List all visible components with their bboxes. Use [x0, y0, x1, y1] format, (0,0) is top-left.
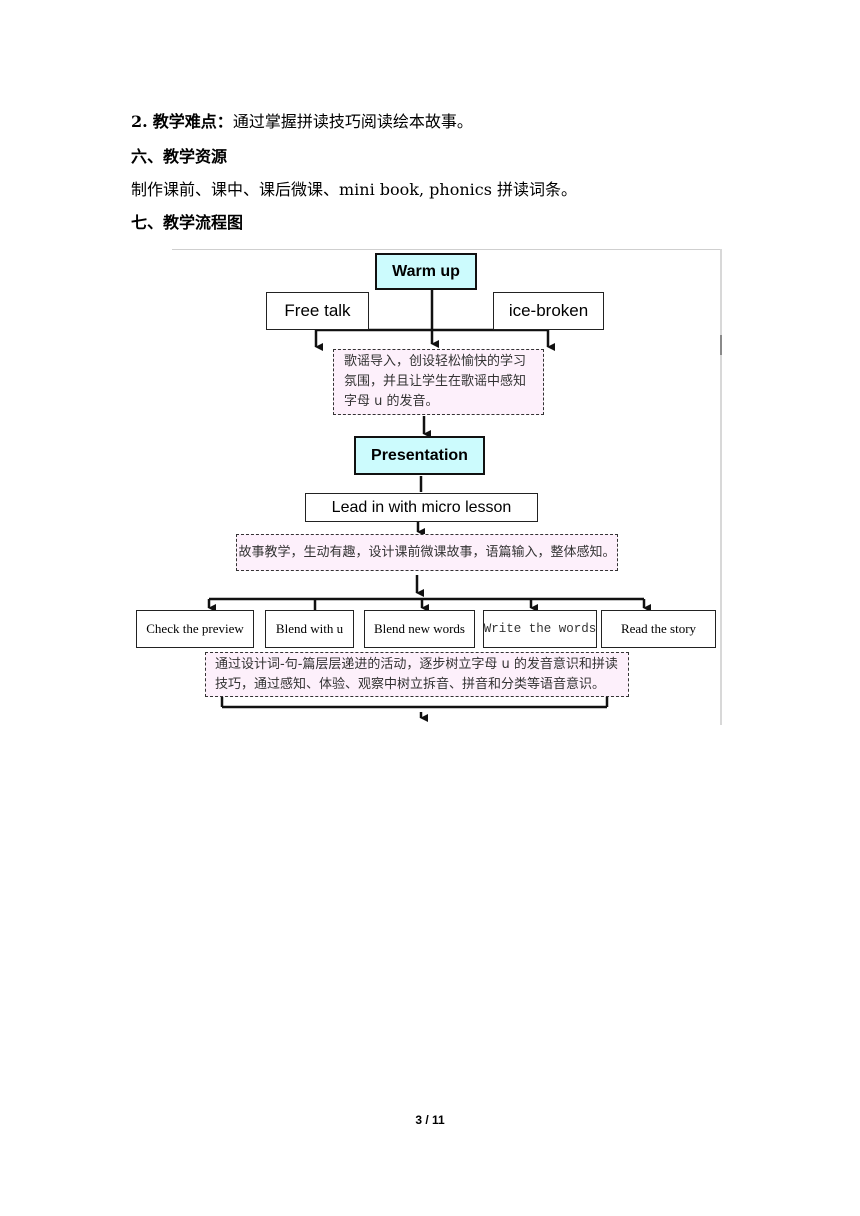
activity-read-story: Read the story — [601, 610, 716, 648]
activity-check-preview: Check the preview — [136, 610, 254, 648]
activity-blend-new-words: Blend new words — [364, 610, 475, 648]
diagram-frame-right — [720, 249, 722, 725]
activities-note-line: 通过设计词-句-篇层层递进的活动，逐步树立字母 u 的发音意识和拼读 — [215, 657, 618, 672]
warmup-note: 歌谣导入，创设轻松愉快的学习 氛围，并且让学生在歌谣中感知 字母 u 的发音。 — [333, 349, 544, 415]
diagram-frame-top — [172, 249, 722, 250]
activities-note-line: 技巧，通过感知、体验、观察中树立拆音、拼音和分类等语音意识。 — [215, 677, 606, 692]
activity-blend-with-u: Blend with u — [265, 610, 354, 648]
activity-write-words: Write the words — [483, 610, 597, 648]
section6-text: 制作课前、课中、课后微课、mini book, phonics 拼读词条。 — [131, 180, 578, 199]
page-number: 3 / 11 — [415, 1113, 445, 1127]
section6-heading: 六、教学资源 — [131, 147, 228, 166]
activities-note: 通过设计词-句-篇层层递进的活动，逐步树立字母 u 的发音意识和拼读 技巧，通过… — [205, 652, 629, 697]
warmup-note-line: 字母 u 的发音。 — [344, 394, 439, 409]
warmup-box: Warm up — [375, 253, 477, 290]
presentation-box: Presentation — [354, 436, 485, 475]
free-talk-box: Free talk — [266, 292, 369, 330]
section7-heading: 七、教学流程图 — [131, 213, 244, 232]
warmup-note-line: 氛围，并且让学生在歌谣中感知 — [344, 374, 527, 389]
presentation-note: 故事教学，生动有趣，设计课前微课故事，语篇输入，整体感知。 — [236, 534, 618, 571]
difficulty-label: 教学难点： — [152, 112, 233, 131]
diagram-scroll-mark — [720, 335, 722, 355]
item-number: 2. — [131, 112, 148, 131]
ice-broken-box: ice-broken — [493, 292, 604, 330]
difficulty-line: 2. 教学难点：通过掌握拼读技巧阅读绘本故事。 — [131, 112, 473, 132]
lead-in-box: Lead in with micro lesson — [305, 493, 538, 522]
warmup-note-line: 歌谣导入，创设轻松愉快的学习 — [344, 354, 527, 369]
difficulty-text: 通过掌握拼读技巧阅读绘本故事。 — [232, 112, 473, 131]
